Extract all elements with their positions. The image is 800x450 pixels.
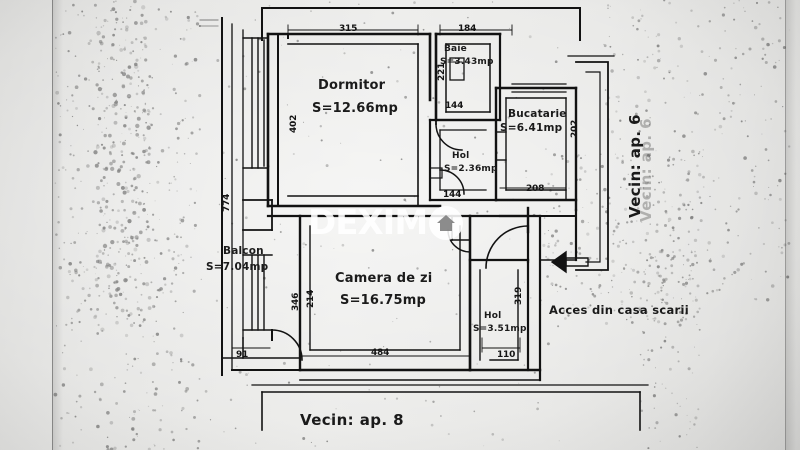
dimension-402: 402	[289, 114, 299, 133]
access-arrow-icon	[550, 250, 589, 274]
dimension-346: 346	[291, 292, 301, 311]
neighbor-label-right-ghost: Vecin: ap. 6	[637, 118, 655, 222]
room-area-balcon: S=7.04mp	[206, 261, 269, 273]
neighbor-label-bottom: Vecin: ap. 8	[300, 411, 404, 429]
dimension-184: 184	[458, 24, 477, 34]
room-label-hol-1: Hol	[452, 151, 470, 161]
dimension-91: 91	[236, 350, 249, 360]
room-label-baie: Baie	[444, 44, 467, 54]
access-note: Acces din casa scarii	[549, 303, 690, 317]
room-label-bucatarie: Bucatarie	[508, 108, 567, 120]
room-label-dormitor: Dormitor	[318, 78, 386, 93]
scan-fold-shadow-right	[786, 0, 796, 450]
dimension-315: 315	[339, 24, 358, 34]
dimension-221: 221	[437, 62, 447, 81]
dimension-214: 214	[306, 289, 316, 308]
room-label-camera-de-zi: Camera de zi	[335, 271, 433, 286]
room-area-camera-de-zi: S=16.75mp	[340, 293, 427, 308]
dimension-202: 202	[570, 119, 580, 138]
room-label-balcon: Balcon	[223, 245, 264, 257]
scan-fold-line-right	[785, 0, 786, 450]
scan-fold-line-left	[52, 0, 53, 450]
dimension-484: 484	[371, 348, 390, 358]
room-area-baie: S=3.43mp	[440, 57, 494, 67]
dimension-319: 319	[514, 286, 524, 305]
room-area-bucatarie: S=6.41mp	[500, 122, 563, 134]
room-area-hol-1: S=2.36mp	[444, 164, 498, 174]
room-area-dormitor: S=12.66mp	[312, 101, 399, 116]
dimension-110: 110	[497, 350, 516, 360]
dimension-774: 774	[222, 193, 232, 212]
dimension-144-b: 144	[443, 190, 462, 200]
dimension-144-a: 144	[445, 101, 464, 111]
dimension-208: 208	[526, 184, 545, 194]
room-area-hol-2: S=3.51mp	[473, 324, 527, 334]
room-label-hol-2: Hol	[484, 311, 502, 321]
scan-fold-shadow-left	[53, 0, 63, 450]
